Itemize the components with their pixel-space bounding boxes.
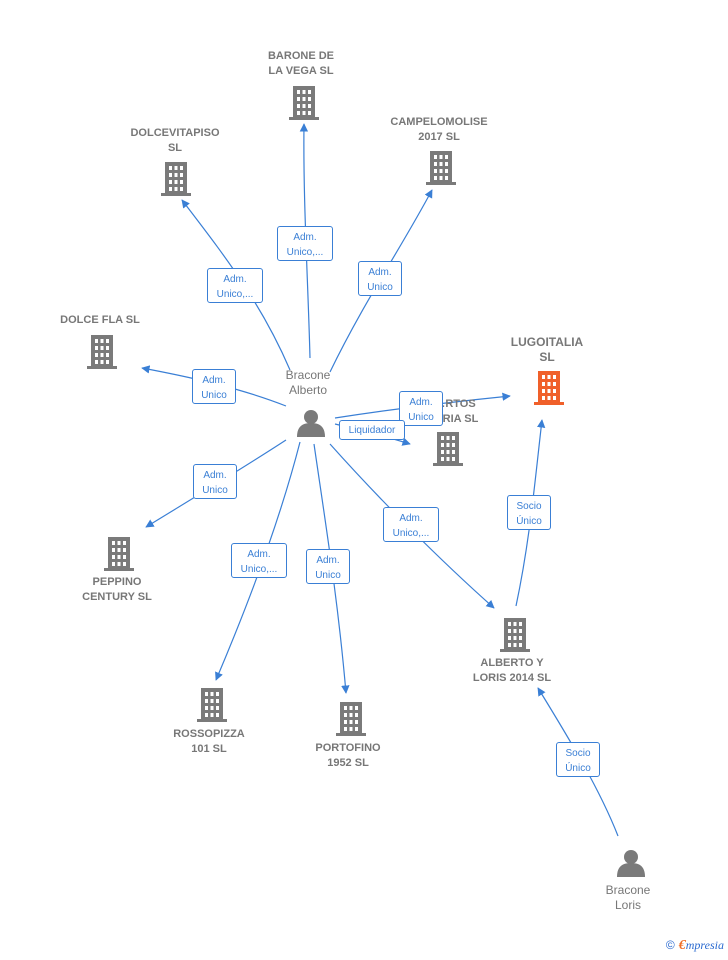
edge-label-dolcefla[interactable]: Adm. Unico: [192, 369, 236, 404]
node-label-alberto-loris[interactable]: ALBERTO Y LORIS 2014 SL: [472, 657, 552, 684]
building-icon-lugoitalia[interactable]: [534, 371, 564, 405]
edge-label-campelomolise[interactable]: Adm. Unico: [358, 261, 402, 296]
empresia-logo: ©€mpresia: [666, 938, 724, 954]
node-label-campelomolise[interactable]: CAMPELOMOLISE 2017 SL: [390, 116, 488, 143]
edge-label-socio-loris[interactable]: Socio Único: [556, 742, 600, 777]
node-label-dolcefla[interactable]: DOLCE FLA SL: [60, 314, 140, 326]
edge-label-peppino[interactable]: Adm. Unico: [193, 464, 237, 499]
building-icon-hidden-company[interactable]: [433, 432, 463, 466]
edge-label-lugoitalia[interactable]: Adm. Unico: [399, 391, 443, 426]
building-icon-rossopizza[interactable]: [197, 688, 227, 722]
edge-label-rossopizza[interactable]: Adm. Unico,...: [231, 543, 287, 578]
node-label-lugoitalia[interactable]: LUGOITALIA SL: [510, 335, 584, 364]
edge-label-socio-lugo[interactable]: Socio Único: [507, 495, 551, 530]
node-label-peppino[interactable]: PEPPINO CENTURY SL: [82, 576, 152, 603]
edge-label-dolcevitapiso[interactable]: Adm. Unico,...: [207, 268, 263, 303]
building-icon-dolcevitapiso[interactable]: [161, 162, 191, 196]
node-label-rossopizza[interactable]: ROSSOPIZZA 101 SL: [173, 728, 245, 755]
brand-initial: €: [678, 938, 686, 953]
node-label-barone[interactable]: BARONE DE LA VEGA SL: [267, 50, 334, 77]
building-icon-alberto-loris[interactable]: [500, 618, 530, 652]
brand-name: mpresia: [685, 938, 724, 952]
building-icon-peppino[interactable]: [104, 537, 134, 571]
edge-label-alberto-loris[interactable]: Adm. Unico,...: [383, 507, 439, 542]
person-icon-bracone-alberto[interactable]: [297, 410, 325, 437]
node-label-dolcevitapiso[interactable]: DOLCEVITAPISO SL: [130, 127, 220, 154]
edge-label-portofino[interactable]: Adm. Unico: [306, 549, 350, 584]
building-icon-campelomolise[interactable]: [426, 151, 456, 185]
edge-label-liquidador[interactable]: Liquidador: [339, 420, 405, 440]
building-icon-dolcefla[interactable]: [87, 335, 117, 369]
building-icon-barone[interactable]: [289, 86, 319, 120]
node-label-bracone-loris[interactable]: Bracone Loris: [605, 883, 651, 912]
person-icon-bracone-loris[interactable]: [617, 850, 645, 877]
copyright-symbol: ©: [665, 938, 675, 952]
node-label-portofino[interactable]: PORTOFINO 1952 SL: [315, 742, 381, 769]
edge-label-barone[interactable]: Adm. Unico,...: [277, 226, 333, 261]
building-icon-portofino[interactable]: [336, 702, 366, 736]
node-label-bracone-alberto[interactable]: Bracone Alberto: [285, 368, 331, 397]
